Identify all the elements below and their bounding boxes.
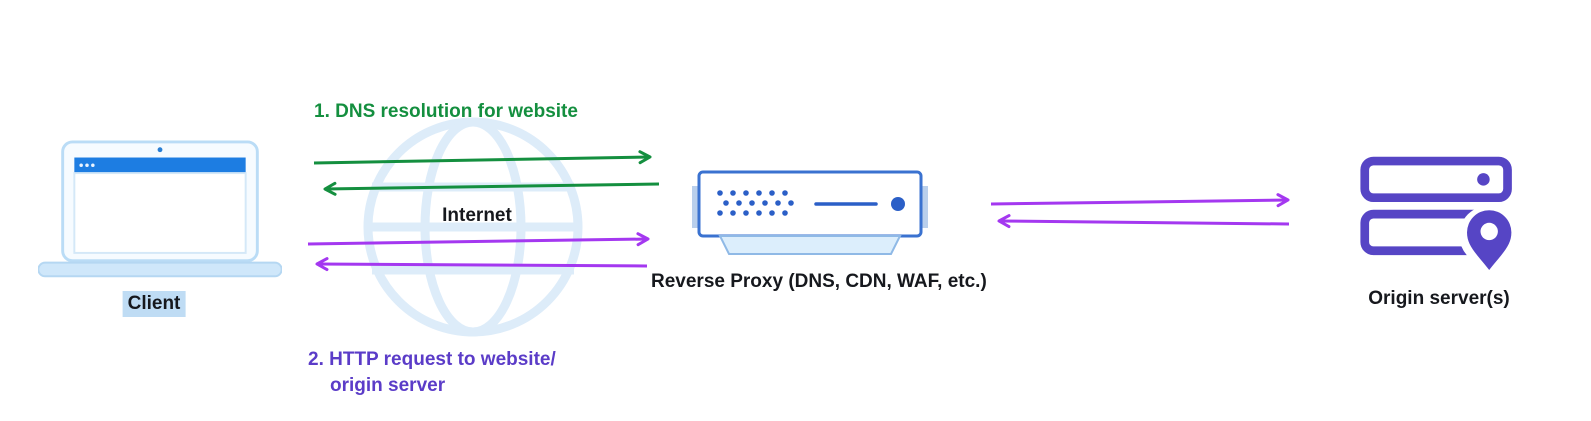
origin-servers-icon	[1360, 156, 1520, 271]
proxy-left-ear	[692, 186, 702, 228]
origin-to-proxy-arrow	[997, 214, 1290, 229]
laptop-camera-dot	[157, 147, 163, 153]
laptop-browser-bar	[74, 157, 246, 174]
globe-icon	[363, 117, 583, 337]
proxy-to-origin-arrow	[990, 193, 1290, 208]
proxy-base-tray	[718, 235, 902, 255]
location-pin-icon	[1467, 210, 1512, 271]
dns-flow-label: 1. DNS resolution for website	[314, 101, 578, 122]
http-flow-label-line2: origin server	[330, 375, 446, 396]
origin-label: Origin server(s)	[1368, 288, 1510, 309]
laptop-icon	[38, 140, 282, 278]
proxy-label: Reverse Proxy (DNS, CDN, WAF, etc.)	[651, 271, 987, 292]
http-flow-label: 2. HTTP request to website/ origin serve…	[308, 321, 556, 421]
client-label: Client	[122, 291, 186, 317]
proxy-right-ear	[918, 186, 928, 228]
proxy-server-icon	[692, 170, 928, 255]
proxy-dot-grid	[717, 190, 794, 216]
internet-label: Internet	[442, 205, 512, 226]
http-flow-label-line1: 2. HTTP request to website/	[308, 349, 556, 370]
laptop-base	[38, 261, 282, 278]
proxy-power-dot	[891, 197, 905, 211]
origin-server-rack-1	[1360, 156, 1512, 203]
